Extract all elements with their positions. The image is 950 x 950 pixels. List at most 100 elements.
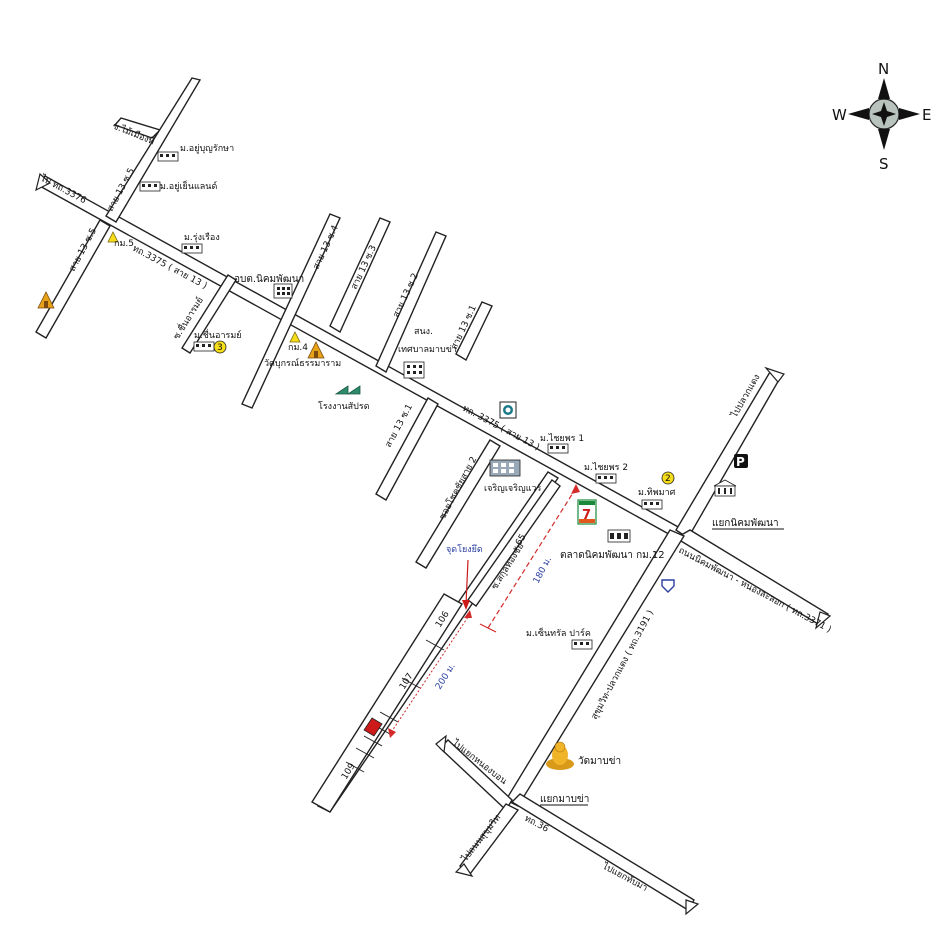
- dash-180-guide-tick: [479, 623, 497, 633]
- target-lot-highlight: [363, 717, 383, 737]
- distance-guides: [388, 484, 580, 738]
- place-label: กม.5: [114, 239, 134, 249]
- badge-label: 2: [665, 474, 671, 484]
- distance-label: 180 ม.: [532, 555, 554, 585]
- place-label: วัดบุกรณ์ธรรมาราม: [264, 357, 341, 369]
- arrow-sukhumvit-icon: [454, 863, 474, 877]
- km-marker-icon: [107, 231, 119, 243]
- house-icon: [641, 499, 663, 510]
- place-label: ม.รุ่งเรือง: [184, 232, 220, 243]
- road-th36: [510, 793, 695, 911]
- house-icon: [157, 151, 179, 162]
- house-icon: [571, 639, 593, 650]
- road-nikhom-nong: [674, 529, 830, 625]
- bank-logo-icon: [661, 579, 675, 593]
- house-icon: [595, 473, 617, 484]
- road-network: [35, 77, 830, 911]
- factory-icon: [334, 385, 361, 395]
- place-label: โรงงานสัปรด: [318, 401, 370, 412]
- place-label: กม.4: [288, 343, 308, 353]
- plot-divider: [425, 639, 445, 651]
- arrow-180-icon: [571, 484, 580, 494]
- compass-east: E: [922, 106, 931, 124]
- road-chokchai2: [415, 439, 501, 569]
- plot-divider: [345, 761, 365, 773]
- km-marker-icon: [289, 331, 301, 343]
- compass-needle-e: [899, 108, 920, 120]
- badge-2-icon: [661, 471, 675, 485]
- plot-divider: [379, 711, 399, 723]
- road-sai13-4: [241, 213, 341, 409]
- road-chuenarom: [181, 274, 237, 354]
- arrow-200-end-icon: [388, 728, 396, 738]
- road-to-plaeng-daeng: [675, 371, 781, 539]
- bank-building-icon: [713, 479, 737, 497]
- office-building-icon: [273, 283, 293, 299]
- compass-core: [872, 110, 896, 118]
- map-icons: [37, 151, 748, 770]
- road-sakunthongchai-inner: [467, 479, 561, 607]
- office-building-icon: [403, 361, 425, 379]
- road-label: ถนนนิคมพัฒนา - หนองละลอก ( ทถ.3371 ): [677, 545, 834, 635]
- place-label: อบต.นิคมพัฒนา: [234, 274, 304, 285]
- place-label: แยกมาบข่า: [540, 794, 589, 805]
- arrow-200-icon: [464, 610, 472, 618]
- plot-divider: [355, 747, 375, 759]
- house-icon: [181, 243, 203, 254]
- landmark-label: จุดโยงยึด: [446, 544, 483, 555]
- compass-rose: N S E W: [832, 60, 931, 173]
- parking-sign-icon: [734, 454, 748, 468]
- place-label: ม.ทิพมาศ: [638, 487, 676, 498]
- compass-north: N: [878, 60, 889, 78]
- dash-180-guide: [487, 487, 577, 629]
- arrow-nikhom-nong-icon: [814, 611, 832, 630]
- place-label: ตลาดนิคมพัฒนา กม.12: [560, 550, 665, 561]
- compass-west: W: [832, 106, 847, 124]
- house-icon: [193, 341, 215, 352]
- place-label: ม.อยู่เย็นแลนด์: [160, 179, 217, 192]
- place-label: ม.อยู่บุญรักษา: [180, 144, 234, 154]
- place-label: ม.ไชยพร 2: [584, 462, 628, 473]
- place-label: เจริญเจริญแวร์: [484, 482, 542, 494]
- place-label: แยกนิคมพัฒนา: [712, 518, 779, 529]
- seven-label: 7: [582, 508, 591, 523]
- main-road: [36, 175, 692, 539]
- arrow-nong-bon-icon: [435, 734, 447, 754]
- warehouse-building-icon: [489, 459, 521, 477]
- arrow-plaeng-daeng-icon: [764, 366, 785, 383]
- arrow-3376-icon: [35, 172, 52, 192]
- landmark-pointer-head-icon: [462, 600, 470, 610]
- arrow-thapma-icon: [685, 899, 700, 916]
- road-arrows: [35, 172, 832, 916]
- plot-outline: [311, 593, 463, 813]
- plot-divider: [401, 677, 421, 689]
- temple-icon: [307, 341, 325, 359]
- place-label: ม.ชื่นอารมย์: [194, 328, 242, 341]
- distance-label: 200 ม.: [434, 662, 458, 692]
- gas-station-icon: [499, 401, 517, 419]
- road-sai13-3: [329, 217, 391, 334]
- compass-south: S: [879, 155, 889, 173]
- plot-divider: [363, 735, 383, 747]
- landmark-pointer: [465, 559, 469, 605]
- road-sai13-1: [375, 397, 439, 501]
- place-label: เทศบาลมาบข่า: [398, 345, 457, 355]
- seven-eleven-icon: [577, 499, 597, 525]
- place-label: ม.ไชยพร 1: [540, 433, 584, 444]
- place-label: สนง.: [414, 327, 433, 337]
- road-sai13-2: [375, 231, 447, 374]
- compass-needle-s: [878, 129, 890, 150]
- temple-icon: [37, 291, 55, 309]
- house-icon: [139, 181, 161, 192]
- market-building-icon: [607, 529, 631, 543]
- parking-label: P: [736, 455, 745, 469]
- road-sai13-5-left: [35, 219, 111, 339]
- badge-label: 3: [217, 343, 223, 353]
- compass-needle-w: [848, 108, 869, 120]
- land-plot: [311, 593, 463, 813]
- buddha-icon: [546, 741, 574, 770]
- place-label: วัดมาบข่า: [578, 756, 621, 767]
- road-to-sukhumvit: [459, 803, 520, 875]
- dash-200-guide: [389, 613, 471, 735]
